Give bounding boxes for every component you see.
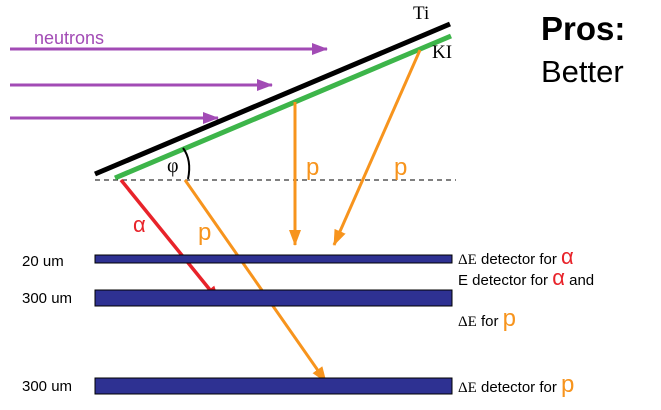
detector-1-text: detector for: [477, 251, 561, 268]
alpha-label: α: [133, 212, 146, 237]
detector-3-particle: p: [561, 371, 574, 398]
proton-label-1: p: [306, 154, 319, 181]
detector-2-line2-text: for: [477, 313, 503, 330]
proton-arrow-2: [332, 49, 422, 246]
detector-3: [94, 377, 453, 395]
detector-2-extra: and: [565, 272, 594, 289]
ti-layer: [94, 21, 451, 177]
detector-2-particle: α: [552, 265, 565, 290]
detector-3-label: ΔE detector for p: [458, 371, 574, 398]
delta-e-symbol: ΔE: [458, 252, 477, 268]
ki-layer: [114, 33, 452, 181]
detector-2-text: E detector for: [458, 272, 552, 289]
detector-1-label: ΔE detector for α: [458, 244, 574, 269]
detector-2: [94, 289, 453, 307]
neutrons-label: neutrons: [34, 28, 104, 48]
detector-1-particle: α: [561, 244, 574, 269]
ki-label: KI: [432, 42, 452, 63]
delta-e-symbol: ΔE: [458, 380, 477, 396]
ti-label: Ti: [413, 3, 429, 24]
alpha-arrow: [119, 178, 221, 303]
detector-1: [94, 254, 453, 264]
detector-2-thickness: 300 um: [22, 290, 72, 307]
detector-2-line2-particle: p: [503, 305, 516, 332]
proton-label-3: p: [198, 219, 211, 246]
detector-1-thickness: 20 um: [22, 253, 64, 270]
pros-title: Pros:: [541, 10, 626, 47]
proton-arrow-3: [183, 179, 328, 383]
angle-label: φ: [167, 155, 179, 177]
angle-arc: [182, 147, 191, 180]
detector-3-text: detector for: [477, 379, 561, 396]
proton-label-2: p: [394, 154, 407, 181]
detector-3-thickness: 300 um: [22, 378, 72, 395]
pros-text: Better: [541, 54, 624, 89]
detector-2-label-line2: ΔE for p: [458, 305, 516, 332]
delta-e-symbol: ΔE: [458, 314, 477, 330]
detector-2-label: E detector for α and: [458, 265, 594, 290]
